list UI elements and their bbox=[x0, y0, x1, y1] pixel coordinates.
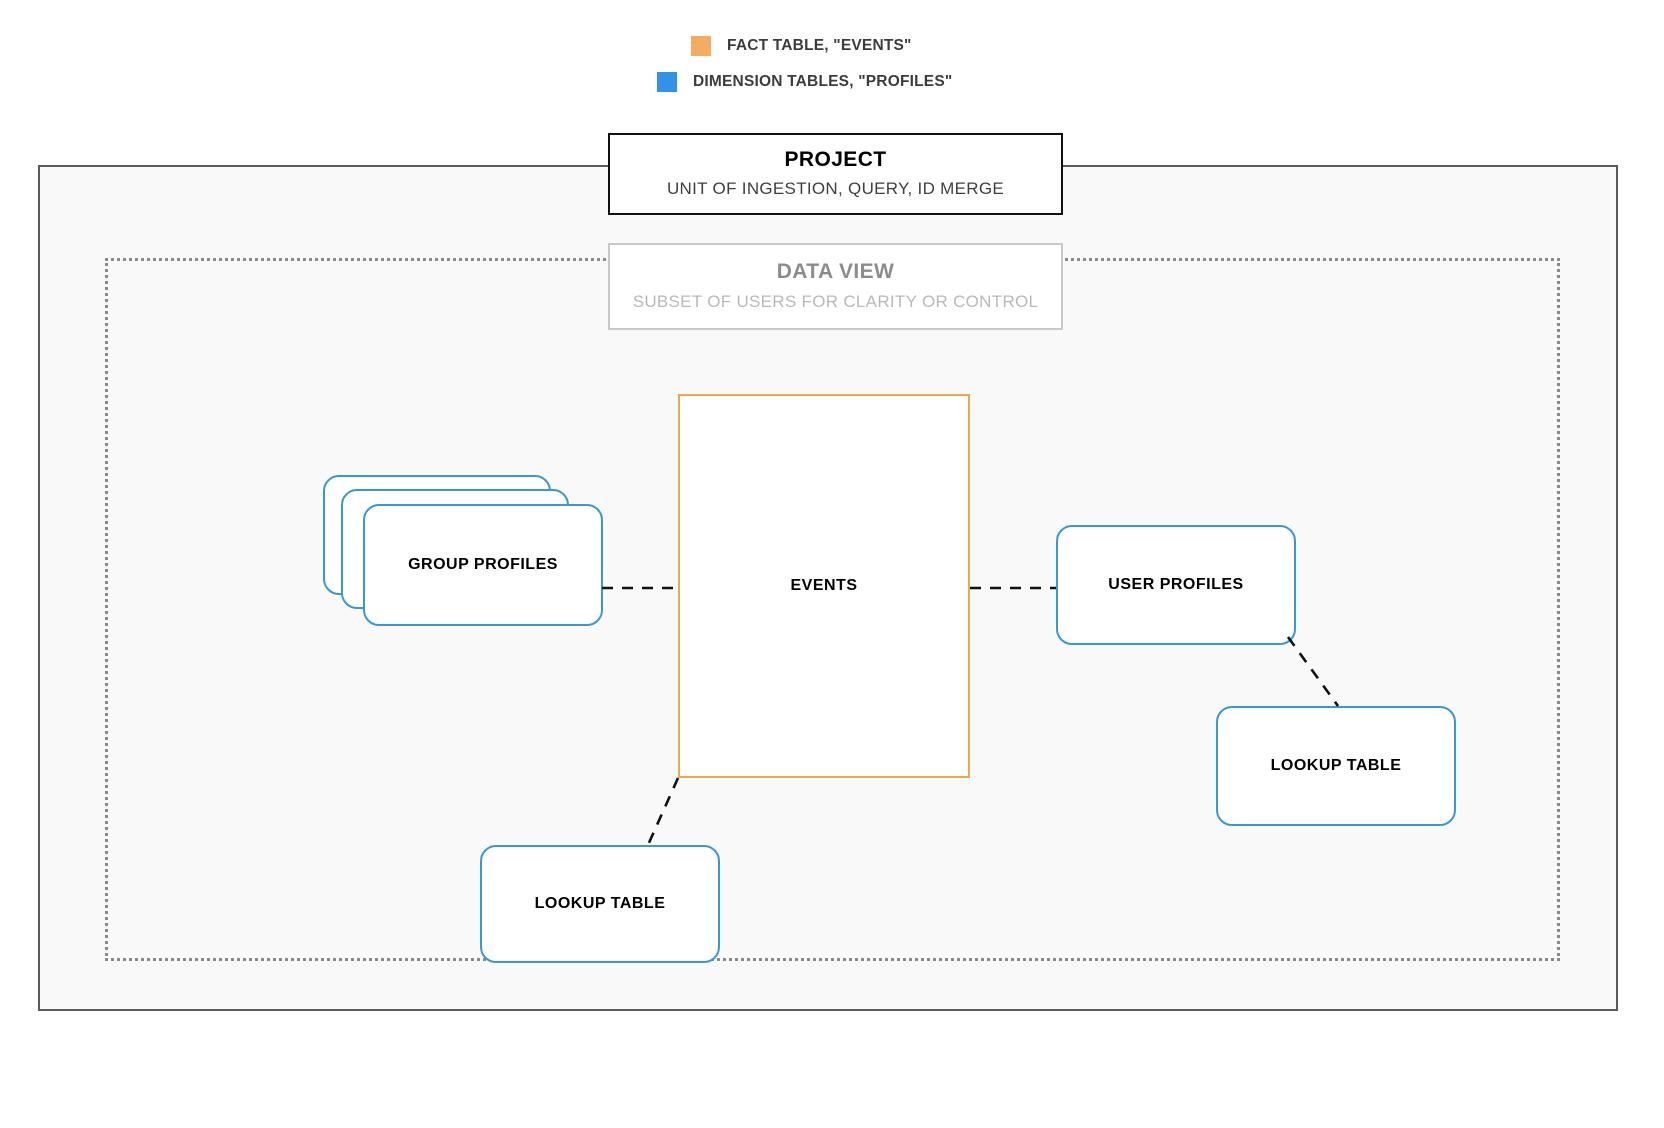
entity-lookup-table-right[interactable]: LOOKUP TABLE bbox=[1216, 706, 1456, 826]
entity-label-user-profiles: USER PROFILES bbox=[1108, 576, 1244, 593]
entity-events[interactable]: EVENTS bbox=[678, 394, 970, 778]
entity-label-group-profiles: GROUP PROFILES bbox=[408, 556, 558, 573]
entity-label-lookup-table-left: LOOKUP TABLE bbox=[534, 895, 666, 912]
data-view-header-box: DATA VIEW SUBSET OF USERS FOR CLARITY OR… bbox=[608, 243, 1063, 330]
legend-item-fact-table: FACT TABLE, "EVENTS" bbox=[691, 36, 912, 56]
entity-group-profiles[interactable]: GROUP PROFILES bbox=[323, 475, 608, 655]
group-profiles-stack-card-front: GROUP PROFILES bbox=[363, 504, 603, 626]
project-subtitle: UNIT OF INGESTION, QUERY, ID MERGE bbox=[666, 179, 1005, 199]
entity-user-profiles[interactable]: USER PROFILES bbox=[1056, 525, 1296, 645]
square-swatch-icon bbox=[657, 72, 677, 92]
project-title: PROJECT bbox=[784, 147, 887, 171]
entity-label-lookup-table-right: LOOKUP TABLE bbox=[1270, 757, 1402, 774]
legend-item-dimension-tables: DIMENSION TABLES, "PROFILES" bbox=[657, 72, 952, 92]
entity-lookup-table-left[interactable]: LOOKUP TABLE bbox=[480, 845, 720, 963]
legend-label-dimension-tables: DIMENSION TABLES, "PROFILES" bbox=[693, 73, 953, 90]
data-view-subtitle: SUBSET OF USERS FOR CLARITY OR CONTROL bbox=[632, 291, 1039, 311]
legend-label-fact-table: FACT TABLE, "EVENTS" bbox=[727, 37, 912, 54]
project-header-box: PROJECT UNIT OF INGESTION, QUERY, ID MER… bbox=[608, 133, 1063, 215]
entity-label-events: EVENTS bbox=[790, 577, 858, 594]
square-swatch-icon bbox=[691, 36, 711, 56]
data-view-title: DATA VIEW bbox=[776, 260, 895, 284]
